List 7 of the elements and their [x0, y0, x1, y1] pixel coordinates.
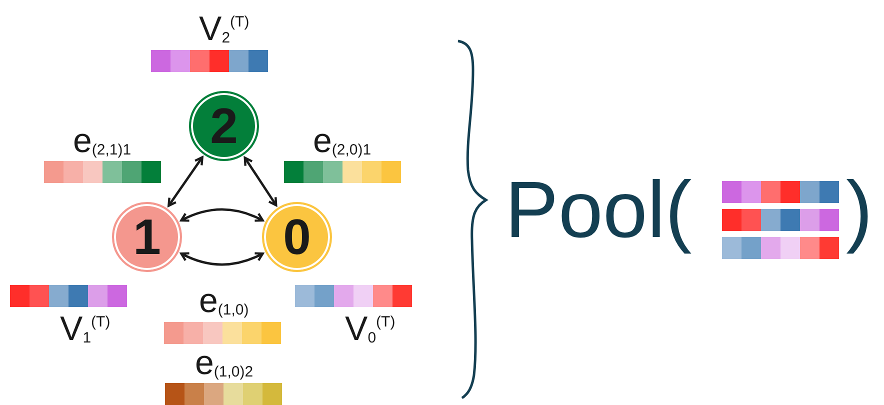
node-number: 1	[133, 212, 161, 262]
double-headed-arrow	[180, 252, 264, 266]
node-number: 0	[283, 212, 311, 262]
double-headed-arrow	[244, 156, 278, 206]
double-headed-arrow	[168, 156, 204, 207]
node-number: 2	[210, 101, 238, 151]
double-headed-arrow	[180, 208, 264, 222]
